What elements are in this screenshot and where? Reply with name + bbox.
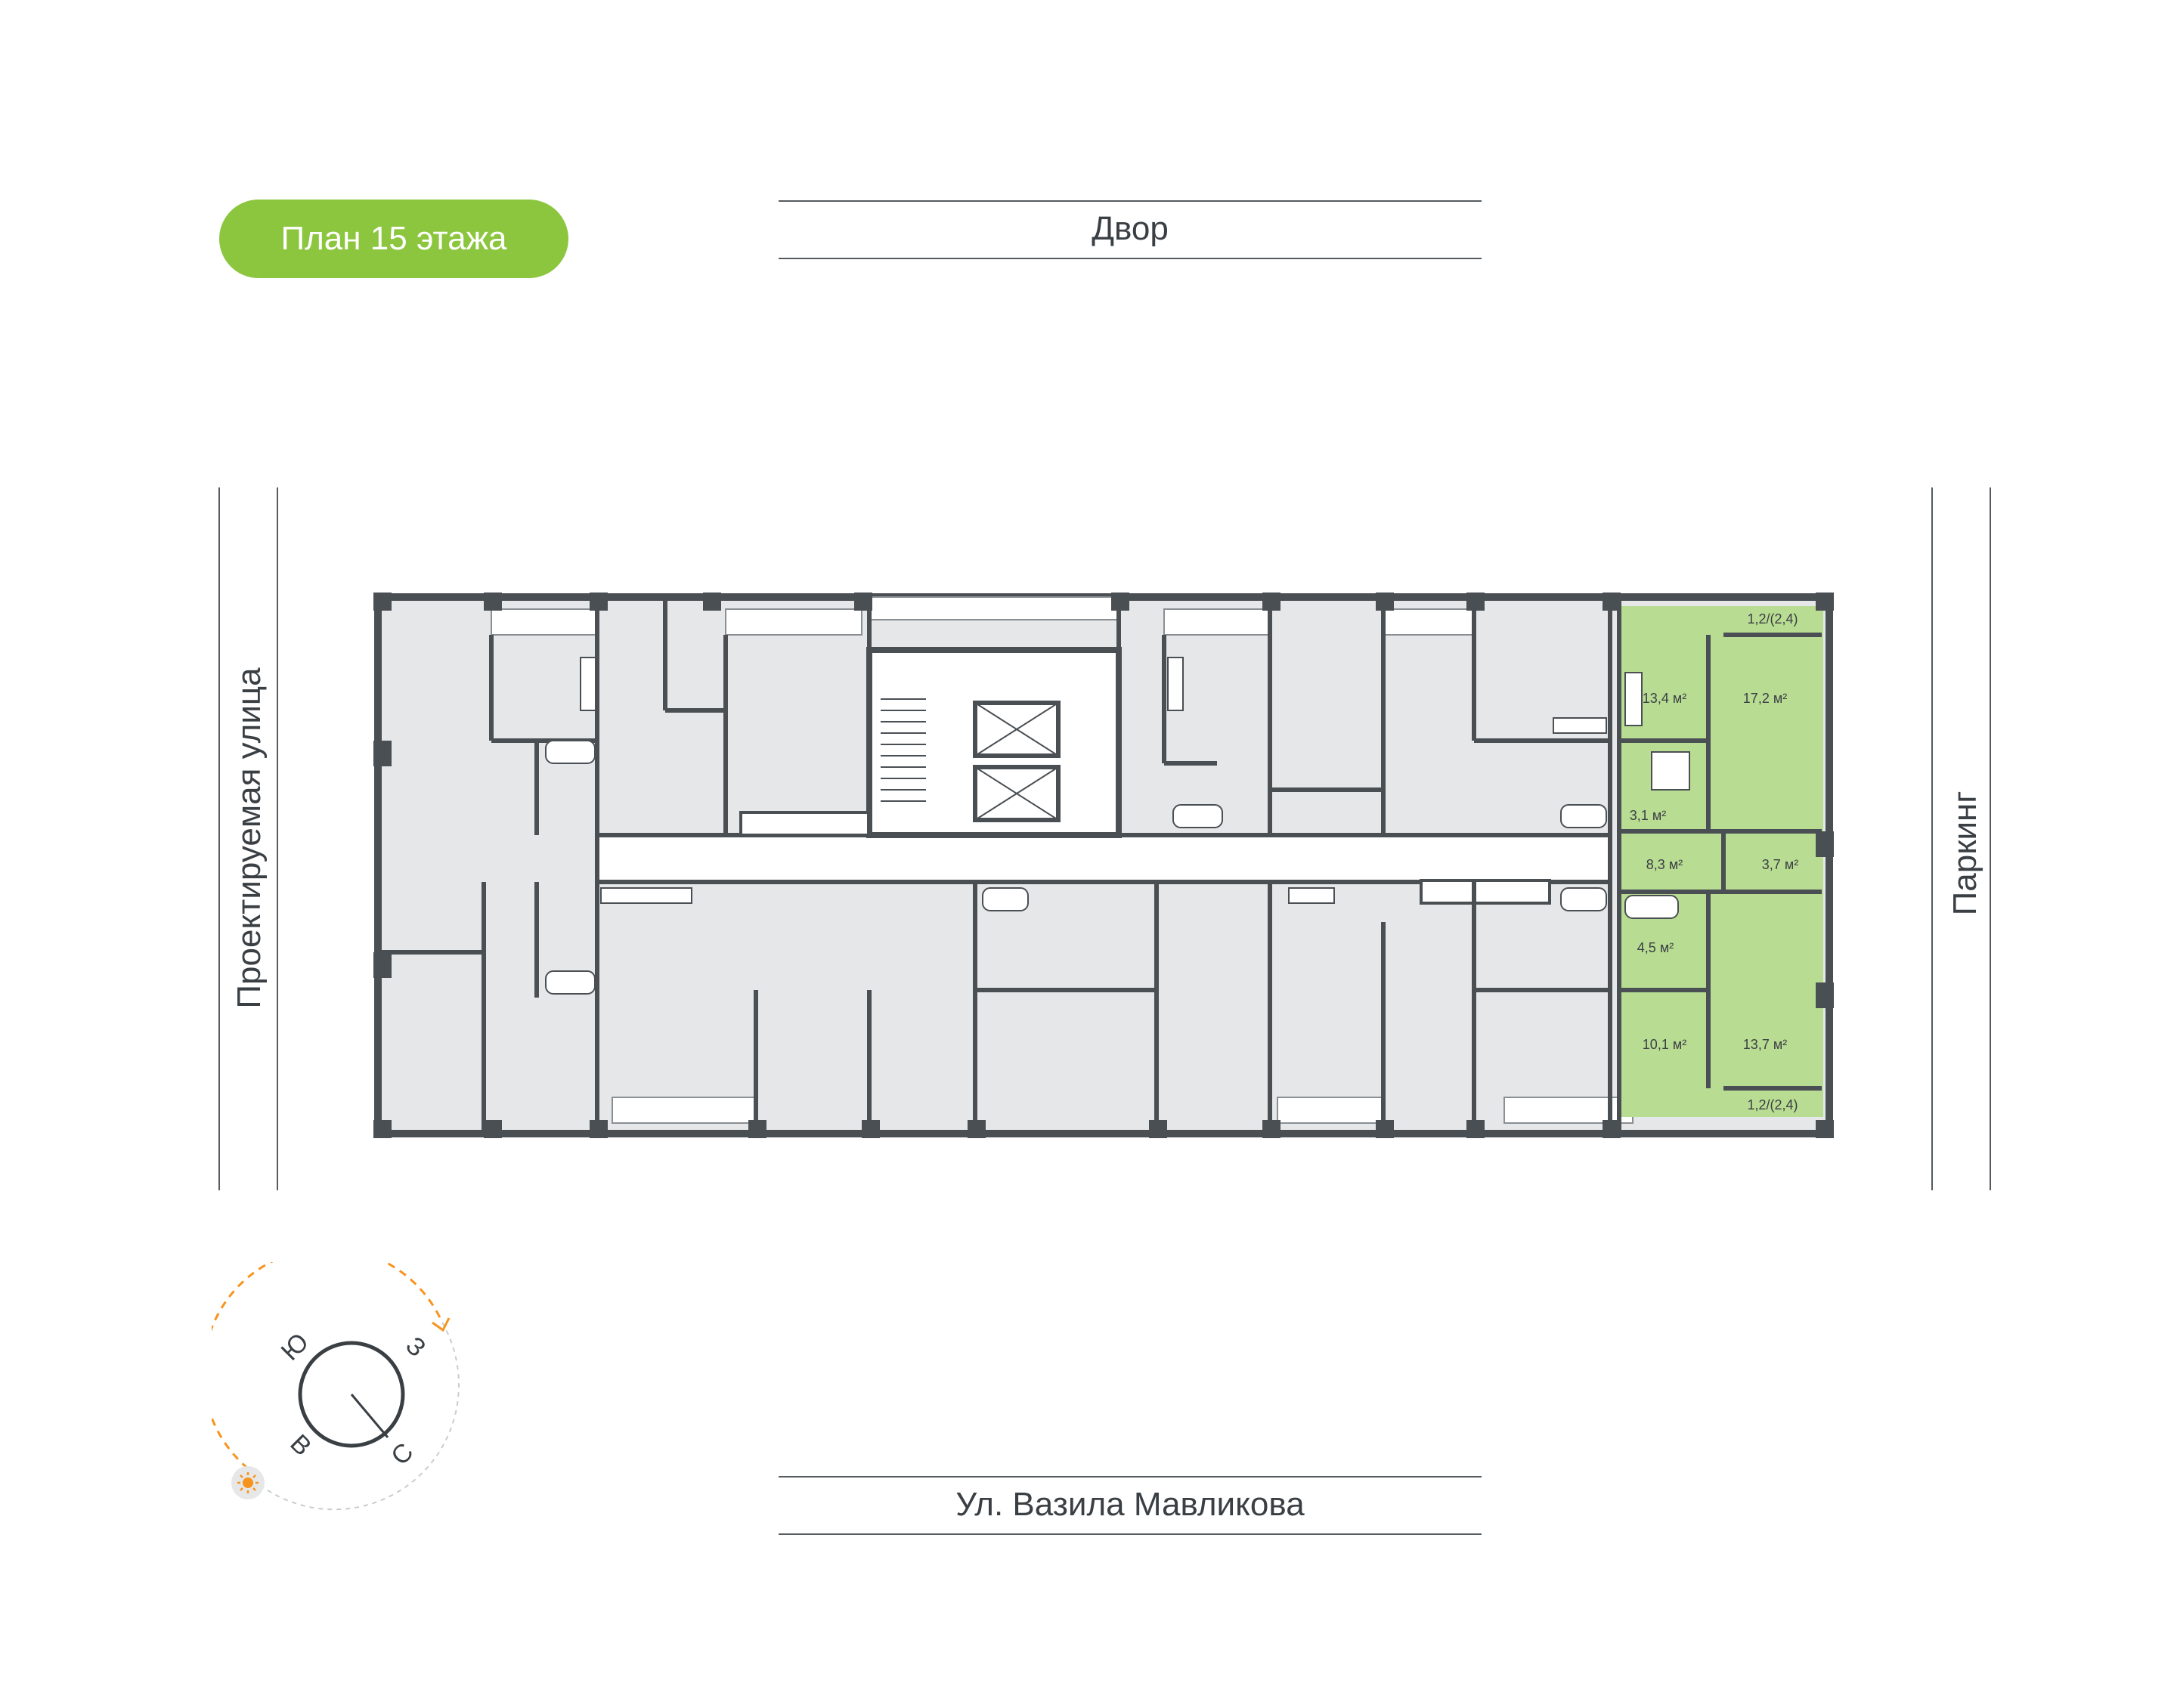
street-left-line-outer: [218, 487, 220, 1190]
sun-icon: [231, 1466, 265, 1499]
structural-columns: [373, 593, 1834, 1138]
room-area-bathroom-2: 4,5 м²: [1637, 940, 1674, 955]
street-top-line-lower: [779, 258, 1482, 259]
room-area-kitchen: 13,4 м²: [1643, 691, 1686, 706]
street-left-line-inner: [277, 487, 278, 1190]
street-left-label: Проектируемая улица: [231, 667, 268, 1009]
compass-letter-east: В: [284, 1429, 317, 1462]
sun-path-return: [256, 1322, 460, 1511]
street-top-line-upper: [779, 200, 1482, 202]
room-area-balcony-bottom: 1,2/(2,4): [1747, 1097, 1798, 1112]
street-right-line-inner: [1931, 487, 1933, 1190]
compass-letter-west: З: [400, 1332, 431, 1363]
compass-letter-south: Ю: [276, 1328, 314, 1366]
interior-walls-lower: [378, 882, 1612, 1134]
compass-letter-north: С: [386, 1437, 419, 1471]
bathtubs: [545, 740, 1607, 995]
highlighted-apartment: 13,4 м² 17,2 м² 3,1 м² 8,3 м² 3,7 м² 4,5…: [1617, 597, 1823, 1134]
street-bottom-label: Ул. Вазила Мавликова: [955, 1486, 1305, 1523]
room-area-bathroom-1: 3,1 м²: [1630, 808, 1666, 823]
floor-plan: 13,4 м² 17,2 м² 3,1 м² 8,3 м² 3,7 м² 4,5…: [373, 593, 1834, 1138]
room-area-bedroom-1: 17,2 м²: [1743, 691, 1787, 706]
street-right-line-outer: [1990, 487, 1991, 1190]
street-right-label: Паркинг: [1946, 791, 1983, 916]
corridor: [595, 833, 1612, 884]
room-area-storage: 3,7 м²: [1762, 857, 1798, 872]
sun-path: [212, 1262, 444, 1470]
floor-plan-badge: План 15 этажа: [219, 200, 568, 278]
interior-walls: [489, 597, 1612, 835]
compass-needle: [350, 1394, 389, 1438]
kitchen-counters: [580, 657, 1607, 904]
room-area-hall: 8,3 м²: [1646, 857, 1683, 872]
street-top-label: Двор: [1092, 210, 1169, 247]
street-bottom-line-lower: [779, 1533, 1482, 1535]
room-area-bedroom-2: 10,1 м²: [1643, 1037, 1686, 1052]
street-bottom-line-upper: [779, 1476, 1482, 1477]
compass: Ю З В С: [212, 1262, 460, 1511]
room-area-balcony-top: 1,2/(2,4): [1747, 611, 1798, 627]
room-area-bedroom-3: 13,7 м²: [1743, 1037, 1787, 1052]
stair-core: [739, 647, 1551, 905]
sun-path-arrow-icon: [432, 1317, 451, 1332]
